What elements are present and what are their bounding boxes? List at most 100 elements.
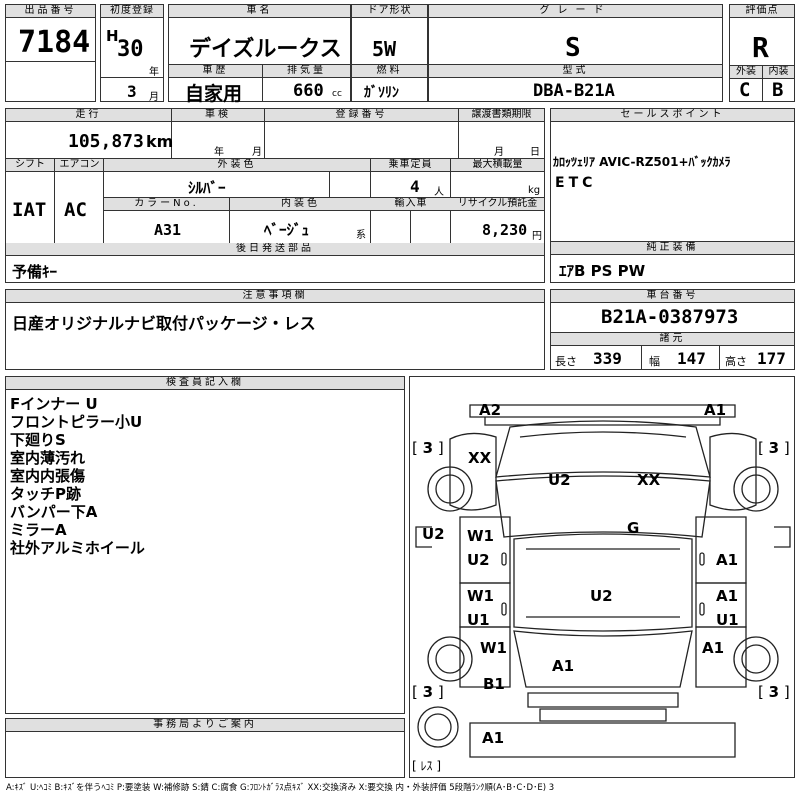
mark-rear-glass: A1 <box>552 657 575 675</box>
height-value: 177 <box>757 349 786 368</box>
dims-label: 諸元 <box>551 333 794 346</box>
width-value: 147 <box>677 349 706 368</box>
fuel-label: 燃料 <box>352 65 427 78</box>
inspector-line-4: 室内薄汚れ <box>10 449 86 467</box>
interior-score: B <box>772 79 784 101</box>
legend-footer: A:ｷｽﾞ U:ﾍｺﾐ B:ｷｽﾞを伴うﾍｺﾐ P:要塗装 W:補修跡 S:錆 … <box>6 783 555 793</box>
grade-label: グレード <box>429 5 722 18</box>
sales-line-2: ETC <box>555 175 597 191</box>
length-value: 339 <box>593 349 622 368</box>
door-value: 5W <box>372 37 397 61</box>
notes-box: 注意事項欄 日産オリジナルナビ取付パッケージ・レス <box>5 289 545 370</box>
mark-tire-rr: 3 <box>768 683 780 701</box>
inspector-line-3: 下廻りS <box>10 431 66 449</box>
spare-tire-bracket: [ ﾚｽ ] <box>412 759 442 773</box>
color-label: 外装色 <box>104 159 371 172</box>
capacity-label: 乗車定員 <box>371 159 451 172</box>
interior-score-label: 内装 <box>763 66 794 79</box>
office-label: 事務局よりご案内 <box>6 719 404 732</box>
later-parts-value: 予備ｷｰ <box>12 263 58 281</box>
specs-box: 走行 車検 登録番号 譲渡書類期限 105,873 km 年 月 月 日 シフト… <box>5 108 545 256</box>
lot-number-box: 出品番号 7184 <box>5 4 96 102</box>
equipment-value: ｴｱB PS PW <box>559 262 646 280</box>
displacement-label: 排気量 <box>263 65 350 78</box>
color-value: ｼﾙﾊﾞｰ <box>188 179 226 197</box>
year-unit: 年 <box>149 67 159 78</box>
score-box: 評価点 R 外装 内装 C B <box>729 4 795 102</box>
model-label: 型式 <box>429 65 722 78</box>
recycle-label: リサイクル預託金 <box>451 198 544 211</box>
inspection-label: 車検 <box>172 109 265 122</box>
car-name-box: 車名 デイズルークス 車歴 排気量 自家用 660 cc <box>168 4 351 105</box>
inspector-line-6: タッチP跡 <box>10 485 81 503</box>
displacement-value: 660 <box>293 81 324 101</box>
first-registration-box: 初度登録 H 30 年 3 月 <box>100 4 164 103</box>
mark-hood-right: XX <box>637 471 661 489</box>
sales-points-box: セールスポイント ｶﾛｯﾂｪﾘｱ AVIC-RZ501+ﾊﾞｯｸｶﾒﾗ ETC <box>550 108 795 242</box>
lot-number-label: 出品番号 <box>6 5 95 18</box>
notes-value: 日産オリジナルナビ取付パッケージ・レス <box>12 314 316 333</box>
model-value: DBA-B21A <box>533 81 615 101</box>
import-label: 輸入車 <box>371 198 451 211</box>
exterior-score-label: 外装 <box>730 66 763 79</box>
width-label: 幅 <box>649 355 660 368</box>
mark-door-fl-1: W1 <box>467 527 494 545</box>
transfer-label: 譲渡書類期限 <box>459 109 544 122</box>
interior-color-unit: 系 <box>356 230 366 241</box>
capacity-unit: 人 <box>434 187 444 198</box>
score-label: 評価点 <box>730 5 794 18</box>
first-registration-label: 初度登録 <box>101 5 163 18</box>
tire-rl-bracket: [ 3 ] <box>412 683 444 701</box>
load-unit: kg <box>528 185 541 196</box>
mark-fender-left: XX <box>468 449 492 467</box>
height-label: 高さ <box>725 355 747 368</box>
shift-value: IAT <box>12 199 47 221</box>
registration-year: 30 <box>117 37 144 62</box>
mark-front-left: A2 <box>479 401 502 419</box>
mark-quarter-right: A1 <box>702 639 725 657</box>
mileage-unit: km <box>146 132 174 151</box>
interior-color-value: ﾍﾞｰｼﾞｭ <box>264 221 310 239</box>
grade-value: S <box>565 33 581 63</box>
era-letter: H <box>106 27 119 45</box>
mark-door-rl-1: W1 <box>467 587 494 605</box>
color-no-label: カラーNo. <box>104 198 230 211</box>
length-label: 長さ <box>555 355 577 368</box>
mark-rear-left: B1 <box>483 675 505 693</box>
inspector-line-2: フロントピラー小U <box>10 413 143 431</box>
inspection-month-unit: 月 <box>252 147 262 158</box>
mark-front-right: A1 <box>704 401 727 419</box>
damage-diagram-box: A2 A1 [ 3 ] [ 3 ] XX U2 XX G U2 W1 U2 A1… <box>409 376 795 778</box>
mark-door-fl-2: U2 <box>467 551 490 569</box>
mark-roof: U2 <box>590 587 613 605</box>
transfer-day-unit: 日 <box>530 147 540 158</box>
equipment-box: 純正装備 ｴｱB PS PW <box>550 241 795 283</box>
inspector-line-8: ミラーA <box>10 521 67 539</box>
tire-rr-bracket: [ 3 ] <box>758 683 790 701</box>
recycle-unit: 円 <box>532 231 542 242</box>
registration-month: 3 <box>127 82 137 101</box>
shift-label: シフト <box>6 159 55 172</box>
inspector-line-9: 社外アルミホイール <box>10 539 145 557</box>
score-value: R <box>752 31 769 64</box>
month-unit: 月 <box>149 92 159 103</box>
office-box: 事務局よりご案内 <box>5 718 405 778</box>
sales-line-1: ｶﾛｯﾂｪﾘｱ AVIC-RZ501+ﾊﾞｯｸｶﾒﾗ <box>553 155 731 169</box>
door-box: ドア形状 5W 燃料 ｶﾞｿﾘﾝ <box>351 4 428 102</box>
chassis-number: B21A-0387973 <box>601 306 739 328</box>
mark-door-rr-1: A1 <box>716 587 739 605</box>
door-label: ドア形状 <box>352 5 427 18</box>
chassis-label: 車台番号 <box>551 290 794 303</box>
inspection-year-unit: 年 <box>214 147 224 158</box>
capacity-value: 4 <box>410 177 420 196</box>
inspector-line-5: 室内内張傷 <box>10 467 86 485</box>
mark-side-left: U2 <box>422 525 445 543</box>
tire-fr-bracket: [ 3 ] <box>758 439 790 457</box>
chassis-box: 車台番号 B21A-0387973 諸元 長さ 339 幅 147 高さ 177 <box>550 289 795 370</box>
mark-door-rr-2: U1 <box>716 611 739 629</box>
interior-color-label: 内装色 <box>230 198 371 211</box>
mark-tire-fl: 3 <box>422 439 434 457</box>
ac-label: エアコン <box>55 159 104 172</box>
spare-tire-status: ﾚｽ <box>420 759 433 773</box>
grade-box: グレード S 型式 DBA-B21A <box>428 4 723 102</box>
